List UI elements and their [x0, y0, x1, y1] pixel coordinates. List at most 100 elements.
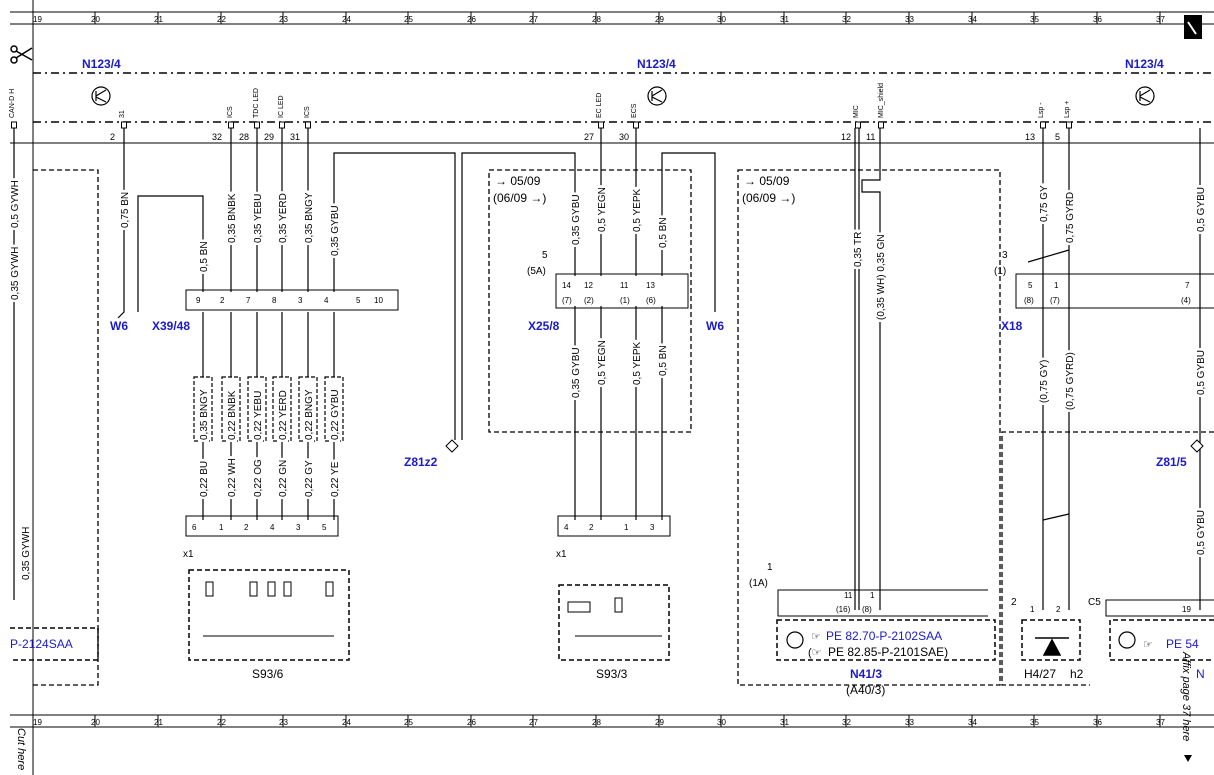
plug-pin-number: 11 — [620, 281, 629, 290]
plug-pin-number: 13 — [646, 281, 655, 290]
wire-label-bg — [631, 186, 642, 234]
wire-label-bg — [226, 191, 237, 245]
grid-number: 31 — [780, 15, 789, 24]
plug-pin-number: (8) — [862, 605, 872, 614]
wire-label-bg — [277, 191, 288, 245]
grid-number: 31 — [780, 718, 789, 727]
terminal-pin — [305, 121, 311, 129]
grid-number: 20 — [91, 15, 100, 24]
h2-label: h2 — [1070, 667, 1084, 681]
wire-label-bg — [1064, 189, 1075, 245]
n123-label-right: N123/4 — [1125, 57, 1164, 71]
wire-label: 0,35 GYBU — [571, 194, 582, 245]
grid-number: 19 — [33, 718, 42, 727]
hand-pointer-icon: (☞ — [808, 647, 822, 659]
plug-pin-number: (8) — [1024, 296, 1034, 305]
right-module-box — [1109, 619, 1214, 661]
dashed-box-left — [33, 169, 99, 686]
plug-pin-number: 10 — [374, 296, 383, 305]
plug-pin-number: 11 — [844, 591, 853, 600]
wire-label-bg — [631, 339, 642, 387]
s93-6-plug — [185, 515, 339, 537]
pin-label-mic-shield: MIC_shield — [878, 83, 885, 118]
terminal-pin — [121, 121, 127, 129]
wire-label-bg — [329, 203, 340, 258]
plug-pin-number: 7 — [1185, 281, 1190, 290]
plug-pin-number: (2) — [584, 296, 594, 305]
z81z2-label: Z81z2 — [404, 455, 438, 469]
pin-label-ic-led: IC LED — [278, 95, 285, 118]
h4-pin-count: 2 — [1011, 597, 1017, 608]
wire-label-bg — [657, 343, 668, 378]
wire-label: (0,35 WH) 0,35 GN — [876, 234, 887, 320]
wire-label-bg — [303, 190, 314, 245]
wire-label: 0,5 GYWH — [10, 180, 21, 228]
wire-label: 0,5 BN — [658, 217, 669, 248]
speaker-icon — [1021, 619, 1081, 661]
plug-pin-number: (7) — [562, 296, 572, 305]
wire-label: 0,75 GYRD — [1065, 192, 1076, 243]
c5-plug — [1105, 599, 1214, 617]
pin-label-lsp-plus: Lsp + — [1064, 101, 1071, 118]
x39-plug — [185, 289, 399, 311]
wire-label-bg — [277, 388, 288, 442]
grid-number: 28 — [592, 15, 601, 24]
pin-number-30: 30 — [619, 132, 629, 142]
x1-label-left: x1 — [183, 549, 194, 560]
n41-3-label: N41/3 — [850, 667, 882, 681]
wire-label-bg — [277, 457, 288, 499]
pin-number-11: 11 — [866, 132, 875, 142]
wire-label-bg — [198, 387, 209, 442]
grid-number: 34 — [968, 718, 977, 727]
s93-6-switch-box — [188, 569, 350, 661]
plug-pin-number: 3 — [296, 523, 301, 532]
plug-pin-number: (16) — [836, 605, 851, 614]
wire-label-bg — [1195, 507, 1206, 557]
wire-label: 0,22 BNGY — [304, 389, 315, 440]
grid-number: 21 — [154, 15, 163, 24]
x25-variant-5a: (5A) — [527, 266, 546, 277]
wire-label-bg — [596, 185, 607, 234]
hand-pointer-icon: ☞ — [811, 631, 821, 643]
grid-number: 22 — [217, 718, 226, 727]
transistor-icon — [91, 86, 111, 106]
n123-label-left: N123/4 — [82, 57, 121, 71]
grid-number: 22 — [217, 15, 226, 24]
wire-label: 0,22 GY — [304, 460, 315, 497]
plug-pin-number: 19 — [1182, 605, 1191, 614]
n-ref-right: N — [1196, 667, 1205, 681]
pin-label-ecs: ECS — [631, 103, 638, 118]
grid-number: 24 — [342, 718, 351, 727]
x18-label: X18 — [1001, 319, 1023, 333]
h4-27-label: H4/27 — [1024, 667, 1056, 681]
wire-label: 0,35 GYWH — [21, 527, 32, 580]
plug-pin-number: 8 — [272, 296, 277, 305]
grid-number: 29 — [655, 15, 664, 24]
grid-number: 26 — [467, 718, 476, 727]
wire-label-bg — [9, 244, 20, 302]
n41-plug — [777, 589, 988, 617]
plug-pin-number: (4) — [1181, 296, 1191, 305]
plug-pin-number: 1 — [624, 523, 629, 532]
wire-label: 0,35 GYBU — [571, 347, 582, 398]
top-grid-ruler — [10, 0, 1214, 775]
wire-label: 0,22 YERD — [278, 390, 289, 440]
plug-pin-number: 3 — [298, 296, 303, 305]
wire-label: 0,35 BNGY — [304, 192, 315, 243]
grid-number: 35 — [1030, 718, 1039, 727]
wire-label: (0,75 GYRD) — [1065, 352, 1076, 410]
grid-number: 21 — [154, 718, 163, 727]
wire-label-bg — [1038, 357, 1049, 405]
transistor-icon — [1135, 86, 1155, 106]
wire-label: 0,5 BN — [199, 241, 210, 272]
pin-number-12: 12 — [841, 132, 851, 142]
terminal-pin — [1066, 121, 1072, 129]
plug-pin-number: 1 — [1030, 605, 1035, 614]
s93-3-switch-box — [558, 584, 670, 661]
grid-number: 23 — [279, 15, 288, 24]
transistor-icon — [647, 86, 667, 106]
splice-icon — [445, 439, 1204, 453]
